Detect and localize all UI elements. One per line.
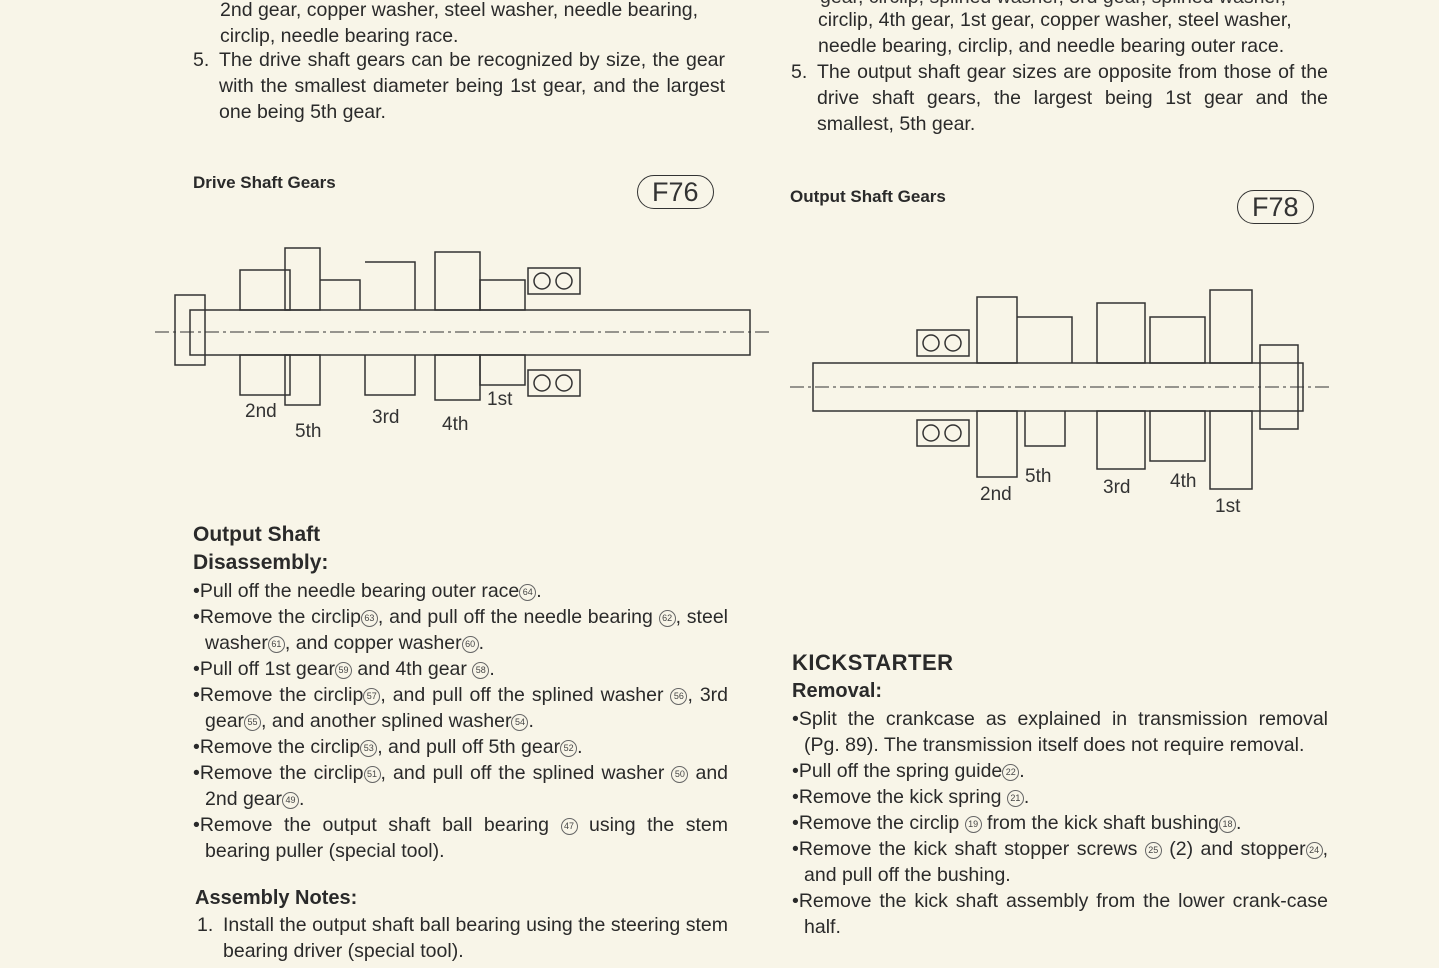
intro-line: 2nd gear, copper washer, steel washer, n… xyxy=(220,0,699,21)
item-number: 1. xyxy=(197,914,214,936)
label-2nd: 2nd xyxy=(245,401,277,422)
reference-number-badge: 19 xyxy=(964,816,982,833)
left-item-5: 5. The drive shaft gears can be recogniz… xyxy=(193,47,725,125)
assembly-notes-title: Assembly Notes: xyxy=(195,887,358,909)
reference-number-badge: 51 xyxy=(363,766,381,783)
reference-number-badge: 56 xyxy=(670,688,688,705)
reference-number-badge: 62 xyxy=(658,610,676,627)
list-item: •Split the crankcase as explained in tra… xyxy=(792,708,1328,756)
reference-number-badge: 53 xyxy=(360,740,378,757)
reference-number-badge: 49 xyxy=(281,792,299,809)
shaft-end-bearing xyxy=(174,294,206,366)
reference-number-badge: 50 xyxy=(671,766,689,783)
figure-title-f76: Drive Shaft Gears xyxy=(193,173,336,192)
reference-number-badge: 25 xyxy=(1144,842,1162,859)
output-shaft xyxy=(812,362,1304,412)
ball-bearing-top xyxy=(527,267,581,295)
intro-line: circlip, needle bearing race. xyxy=(220,25,459,47)
gear-2nd-top xyxy=(239,269,291,311)
label-3rd: 3rd xyxy=(372,407,399,428)
label-4th: 4th xyxy=(1170,471,1196,492)
ball-bearing-top xyxy=(916,329,970,357)
list-item: •Remove the kick spring 21. xyxy=(792,786,1030,808)
reference-number-badge: 47 xyxy=(560,818,578,835)
label-5th: 5th xyxy=(295,421,321,442)
left-intro: 2nd gear, copper washer, steel washer, n… xyxy=(220,0,725,49)
label-2nd: 2nd xyxy=(980,484,1012,505)
item-number: 5. xyxy=(791,61,808,83)
figure-title-f78: Output Shaft Gears xyxy=(790,187,946,206)
ball-bearing-bottom xyxy=(916,419,970,447)
right-intro: circlip, 4th gear, 1st gear, copper wash… xyxy=(818,7,1328,59)
list-item: •Remove the circlip 19 from the kick sha… xyxy=(792,812,1242,834)
label-3rd: 3rd xyxy=(1103,477,1130,498)
reference-number-badge: 54 xyxy=(511,714,529,731)
item-text: The output shaft gear sizes are opposite… xyxy=(817,61,1328,135)
item-number: 5. xyxy=(193,49,210,71)
removal-list: •Split the crankcase as explained in tra… xyxy=(792,706,1328,940)
list-item: •Remove the output shaft ball bearing 47… xyxy=(193,814,729,862)
reference-number-badge: 18 xyxy=(1219,816,1237,833)
assembly-item-1: 1. Install the output shaft ball bearing… xyxy=(197,912,728,964)
needle-bearing xyxy=(1259,344,1299,430)
subsection-disassembly: Disassembly: xyxy=(193,551,329,574)
right-item-5: 5. The output shaft gear sizes are oppos… xyxy=(791,59,1328,137)
list-item: •Remove the kick shaft stopper screws 25… xyxy=(792,838,1328,886)
section-title-kickstarter: KICKSTARTER xyxy=(792,650,954,675)
gear-2nd-bottom xyxy=(239,354,291,396)
reference-number-badge: 59 xyxy=(334,662,352,679)
reference-number-badge: 21 xyxy=(1006,790,1024,807)
intro-line: needle bearing, circlip, and needle bear… xyxy=(818,35,1285,57)
figure-badge-f76: F76 xyxy=(637,175,714,209)
subsection-removal: Removal: xyxy=(792,680,883,702)
label-1st: 1st xyxy=(1215,496,1241,517)
ball-bearing-bottom xyxy=(527,369,581,397)
reference-number-badge: 61 xyxy=(267,636,285,653)
reference-number-badge: 52 xyxy=(560,740,578,757)
reference-number-badge: 57 xyxy=(363,688,381,705)
cut-off-line: gear, circlip, splined washer, 3rd gear,… xyxy=(820,0,1286,9)
section-title-output-shaft: Output Shaft xyxy=(193,523,321,546)
reference-number-badge: 64 xyxy=(519,584,537,601)
list-item: •Remove the kick shaft assembly from the… xyxy=(792,890,1328,938)
reference-number-badge: 22 xyxy=(1002,764,1020,781)
item-text: The drive shaft gears can be recognized … xyxy=(219,49,725,123)
reference-number-badge: 63 xyxy=(360,610,378,627)
reference-number-badge: 24 xyxy=(1305,842,1323,859)
label-1st: 1st xyxy=(487,389,513,410)
reference-number-badge: 58 xyxy=(472,662,490,679)
reference-number-badge: 55 xyxy=(244,714,262,731)
item-text: Install the output shaft ball bearing us… xyxy=(223,914,728,962)
output-shaft-diagram: 5th 2nd 3rd 4th 1st xyxy=(790,289,1330,517)
label-5th: 5th xyxy=(1025,466,1051,487)
reference-number-badge: 60 xyxy=(461,636,479,653)
drive-shaft-diagram: 2nd 5th 3rd 4th 1st xyxy=(155,247,770,442)
label-4th: 4th xyxy=(442,414,468,435)
figure-badge-f78: F78 xyxy=(1237,190,1314,224)
intro-line: circlip, 4th gear, 1st gear, copper wash… xyxy=(818,9,1292,31)
